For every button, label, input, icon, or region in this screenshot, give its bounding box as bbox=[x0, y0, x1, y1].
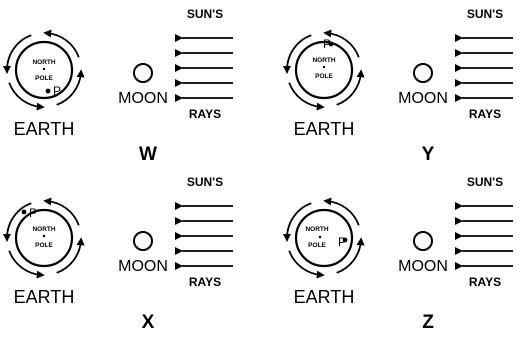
panel-z: NORTH POLE P EARTH MOON SUN'S RAYS Z bbox=[287, 175, 513, 333]
moon-circle bbox=[414, 232, 432, 250]
panel-y: NORTH POLE P EARTH MOON SUN'S RAYS Y bbox=[287, 7, 513, 165]
north-label: NORTH bbox=[312, 57, 335, 64]
moon-label: MOON bbox=[398, 258, 448, 275]
panel-title-w: W bbox=[139, 144, 157, 165]
pole-label: POLE bbox=[308, 242, 326, 249]
p-marker-label: P bbox=[53, 84, 61, 98]
panel-title-y: Y bbox=[422, 144, 435, 165]
rays-label: RAYS bbox=[469, 107, 501, 121]
rotation-arrow bbox=[7, 203, 31, 238]
pole-label: POLE bbox=[35, 75, 53, 82]
panel-x: NORTH POLE P EARTH MOON SUN'S RAYS X bbox=[7, 175, 233, 333]
earth-circle bbox=[16, 210, 72, 266]
rotation-arrow bbox=[47, 33, 79, 57]
north-pole-dot bbox=[43, 235, 45, 237]
suns-label: SUN'S bbox=[467, 175, 503, 189]
rotation-arrow bbox=[337, 73, 361, 105]
moon-label: MOON bbox=[118, 90, 168, 107]
p-marker-label: P bbox=[323, 37, 331, 51]
moon-label: MOON bbox=[118, 258, 168, 275]
panel-title-z: Z bbox=[422, 312, 434, 333]
earth-label: EARTH bbox=[14, 119, 75, 139]
rotation-arrow bbox=[9, 251, 41, 275]
north-pole-dot bbox=[319, 236, 321, 238]
rays-label: RAYS bbox=[469, 275, 501, 289]
p-marker-label: P bbox=[338, 235, 346, 249]
suns-label: SUN'S bbox=[187, 7, 223, 21]
north-label: NORTH bbox=[32, 226, 55, 233]
suns-label: SUN'S bbox=[467, 7, 503, 21]
p-marker-label: P bbox=[29, 206, 37, 220]
earth-label: EARTH bbox=[294, 119, 355, 139]
north-pole-dot bbox=[43, 68, 45, 70]
rotation-arrow bbox=[327, 201, 359, 225]
p-dot bbox=[22, 210, 27, 215]
suns-label: SUN'S bbox=[187, 175, 223, 189]
north-pole-dot bbox=[323, 66, 325, 68]
moon-circle bbox=[134, 64, 152, 82]
p-dot bbox=[46, 89, 51, 94]
panel-title-x: X bbox=[142, 312, 155, 333]
moon-circle bbox=[414, 64, 432, 82]
rotation-arrow bbox=[287, 35, 311, 70]
rotation-arrow bbox=[289, 83, 321, 107]
moon-circle bbox=[134, 232, 152, 250]
rotation-arrow bbox=[47, 201, 79, 225]
pole-label: POLE bbox=[35, 242, 53, 249]
earth-label: EARTH bbox=[294, 287, 355, 307]
north-label: NORTH bbox=[32, 59, 55, 66]
rotation-arrow bbox=[9, 83, 41, 107]
earth-label: EARTH bbox=[14, 287, 75, 307]
rotation-arrow bbox=[7, 35, 31, 70]
rays-label: RAYS bbox=[189, 107, 221, 121]
pole-label: POLE bbox=[315, 73, 333, 80]
rotation-arrow bbox=[57, 241, 81, 273]
rays-label: RAYS bbox=[189, 275, 221, 289]
north-label: NORTH bbox=[305, 226, 328, 233]
moon-label: MOON bbox=[398, 90, 448, 107]
rotation-arrow bbox=[289, 251, 321, 275]
